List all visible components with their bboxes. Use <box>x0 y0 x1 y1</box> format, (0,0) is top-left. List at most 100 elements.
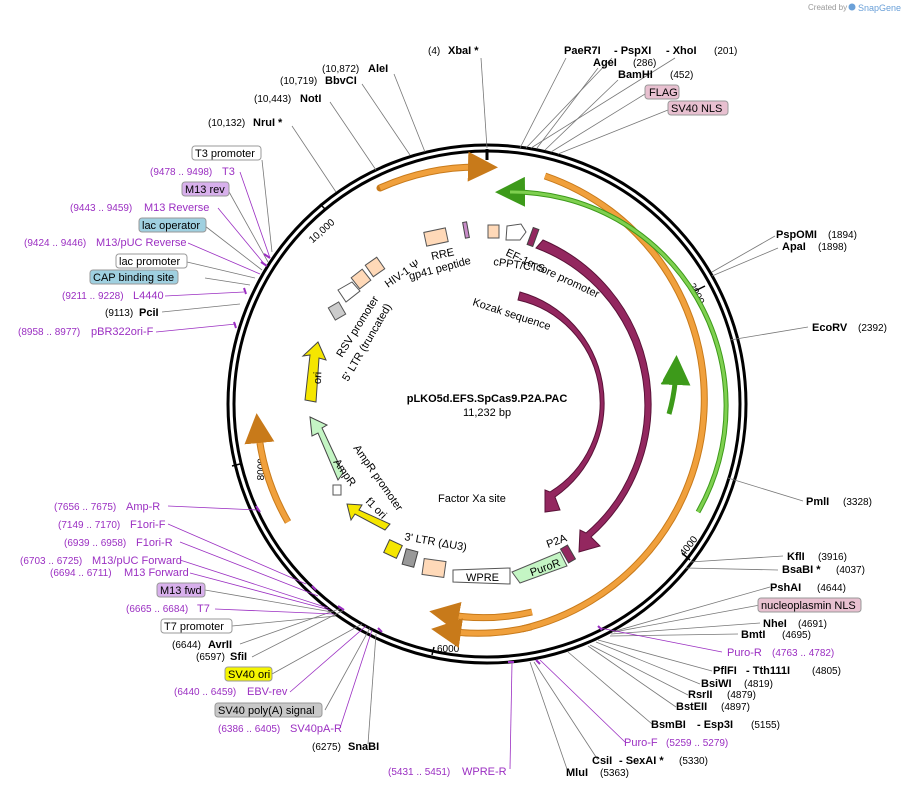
watermark-prefix: Created by <box>808 3 847 12</box>
pflfi-name: PflFI <box>713 665 737 677</box>
m13fwd-name: M13 Forward <box>124 567 189 579</box>
snabi-position: (6275) <box>312 742 341 753</box>
tick-10000-mark <box>319 203 327 211</box>
primer-ticks <box>233 253 603 665</box>
leader-pcii <box>161 303 241 313</box>
bsabi-position: (4037) <box>836 565 865 576</box>
leader-bbvci <box>361 83 411 156</box>
rsrii-name: RsrII <box>688 689 712 701</box>
sfii-name: SfiI <box>230 651 247 663</box>
sv40-nls-box <box>667 100 729 116</box>
orf-arc-bottom-1-fill <box>429 602 533 632</box>
leader-bsmbi <box>567 651 653 725</box>
lac-promoter-label: lac promoter <box>119 256 180 268</box>
leader-t3 <box>239 171 271 259</box>
kozak-feature <box>526 226 540 248</box>
gp41-feature <box>462 221 470 239</box>
rre-feature <box>423 227 449 247</box>
bsmbi-name: BsmBI <box>651 719 686 731</box>
pcii-name: PciI <box>139 307 159 319</box>
sexai-position: (5330) <box>679 756 708 767</box>
leader-m13rev <box>227 189 269 263</box>
leader-lacprom <box>186 261 256 279</box>
tick-6000-mark <box>431 646 435 656</box>
inner-features: ori WPRE PuroR <box>301 221 577 585</box>
leader-sv40pa <box>324 627 371 711</box>
primer-tick-ampr <box>255 505 261 513</box>
sv40-ori-feature <box>383 539 403 559</box>
primer-tick-pbr322 <box>233 321 237 329</box>
f1ori-r-position: (6939 .. 6958) <box>64 538 126 549</box>
mlui-position: (5363) <box>600 768 629 779</box>
leader-lacop <box>204 225 263 271</box>
leader-xhoi <box>530 57 676 149</box>
leader-sv40pa-r <box>339 629 373 729</box>
leader-agei <box>536 67 599 149</box>
cppt-feature <box>487 224 500 239</box>
leader-nhei <box>610 622 761 635</box>
cap-binding-site-label: CAP binding site <box>93 272 174 284</box>
t3-position: (9478 .. 9498) <box>150 167 212 178</box>
alei-position: (10,872) <box>322 64 359 75</box>
kfli-name: KflI <box>787 551 805 563</box>
leader-noti <box>329 101 377 171</box>
leader-pmli <box>727 477 804 502</box>
p2a-feature <box>559 544 577 564</box>
lac-promoter-box <box>115 253 188 269</box>
leader-alei <box>393 73 426 153</box>
sexai-name: - SexAI * <box>619 755 664 767</box>
bmti-name: BmtI <box>741 629 765 641</box>
tick-8000: 8000 <box>256 458 268 481</box>
m13-rev-label: M13 rev <box>185 184 225 196</box>
ltr3-feature <box>421 557 447 579</box>
m13puc-fwd-position: (6703 .. 6725) <box>20 556 82 567</box>
leader-m13fwd <box>204 589 333 613</box>
leader-lines <box>155 57 809 773</box>
sv40-ori-label: SV40 ori <box>228 669 270 681</box>
primer-tick-l4440 <box>243 287 247 295</box>
leader-ebv-rev <box>289 625 367 693</box>
ebv-rev-name: EBV-rev <box>247 686 288 698</box>
leader-t7 <box>214 608 335 615</box>
tick-4000-mark <box>681 552 691 561</box>
leader-bamhi <box>544 79 619 151</box>
ecorv-name: EcoRV <box>812 322 848 334</box>
leader-puro-r <box>599 627 723 653</box>
bsteii-position: (4897) <box>721 702 750 713</box>
leader-rsrii <box>589 644 689 696</box>
tick-2000-mark <box>694 285 706 292</box>
leader-xbai <box>480 57 488 149</box>
pspxi-name: - PspXI <box>614 45 651 57</box>
leader-ampr <box>167 505 259 511</box>
sv40-polya-box <box>214 702 323 718</box>
bbvci-name: BbvCI <box>325 75 357 87</box>
primer-tick-f1ori <box>311 585 317 591</box>
xhoi-name: - XhoI <box>666 45 697 57</box>
sv40pa-r-name: SV40pA-R <box>290 723 342 735</box>
cas9-features: Cas9 Cas9 <box>517 239 665 553</box>
t7-promoter-label: T7 promoter <box>164 621 224 633</box>
nrui-position: (10,132) <box>208 118 245 129</box>
ori-label: ori <box>312 372 324 385</box>
leader-paer7i <box>519 57 567 149</box>
primer-tick-m13fwd <box>337 605 345 611</box>
apai-name: ApaI <box>782 241 806 253</box>
primer-tick-puro-f <box>535 659 541 665</box>
leader-nrui <box>291 125 337 193</box>
ori-arrow <box>301 341 327 403</box>
top-site-labels: (4) XbaI * PaeR7I - PspXI - XhoI (201) A… <box>208 45 737 129</box>
leader-pspomi <box>711 235 776 273</box>
leader-apai <box>711 247 779 277</box>
tick-8000-mark <box>231 463 241 467</box>
leader-sv40ori <box>271 623 363 675</box>
sv40-polya-feature <box>401 548 419 568</box>
ebv-rev-position: (6440 .. 6459) <box>174 687 236 698</box>
rsrii-position: (4879) <box>727 690 756 701</box>
primer-tick-t3 <box>263 253 271 259</box>
xbai-name: XbaI * <box>448 45 479 57</box>
pspomi-position: (1894) <box>828 230 857 241</box>
ampr-position: (7656 .. 7675) <box>54 502 116 513</box>
bsiwi-name: BsiWI <box>701 678 732 690</box>
factor-xa-label: Factor Xa site <box>438 493 506 505</box>
